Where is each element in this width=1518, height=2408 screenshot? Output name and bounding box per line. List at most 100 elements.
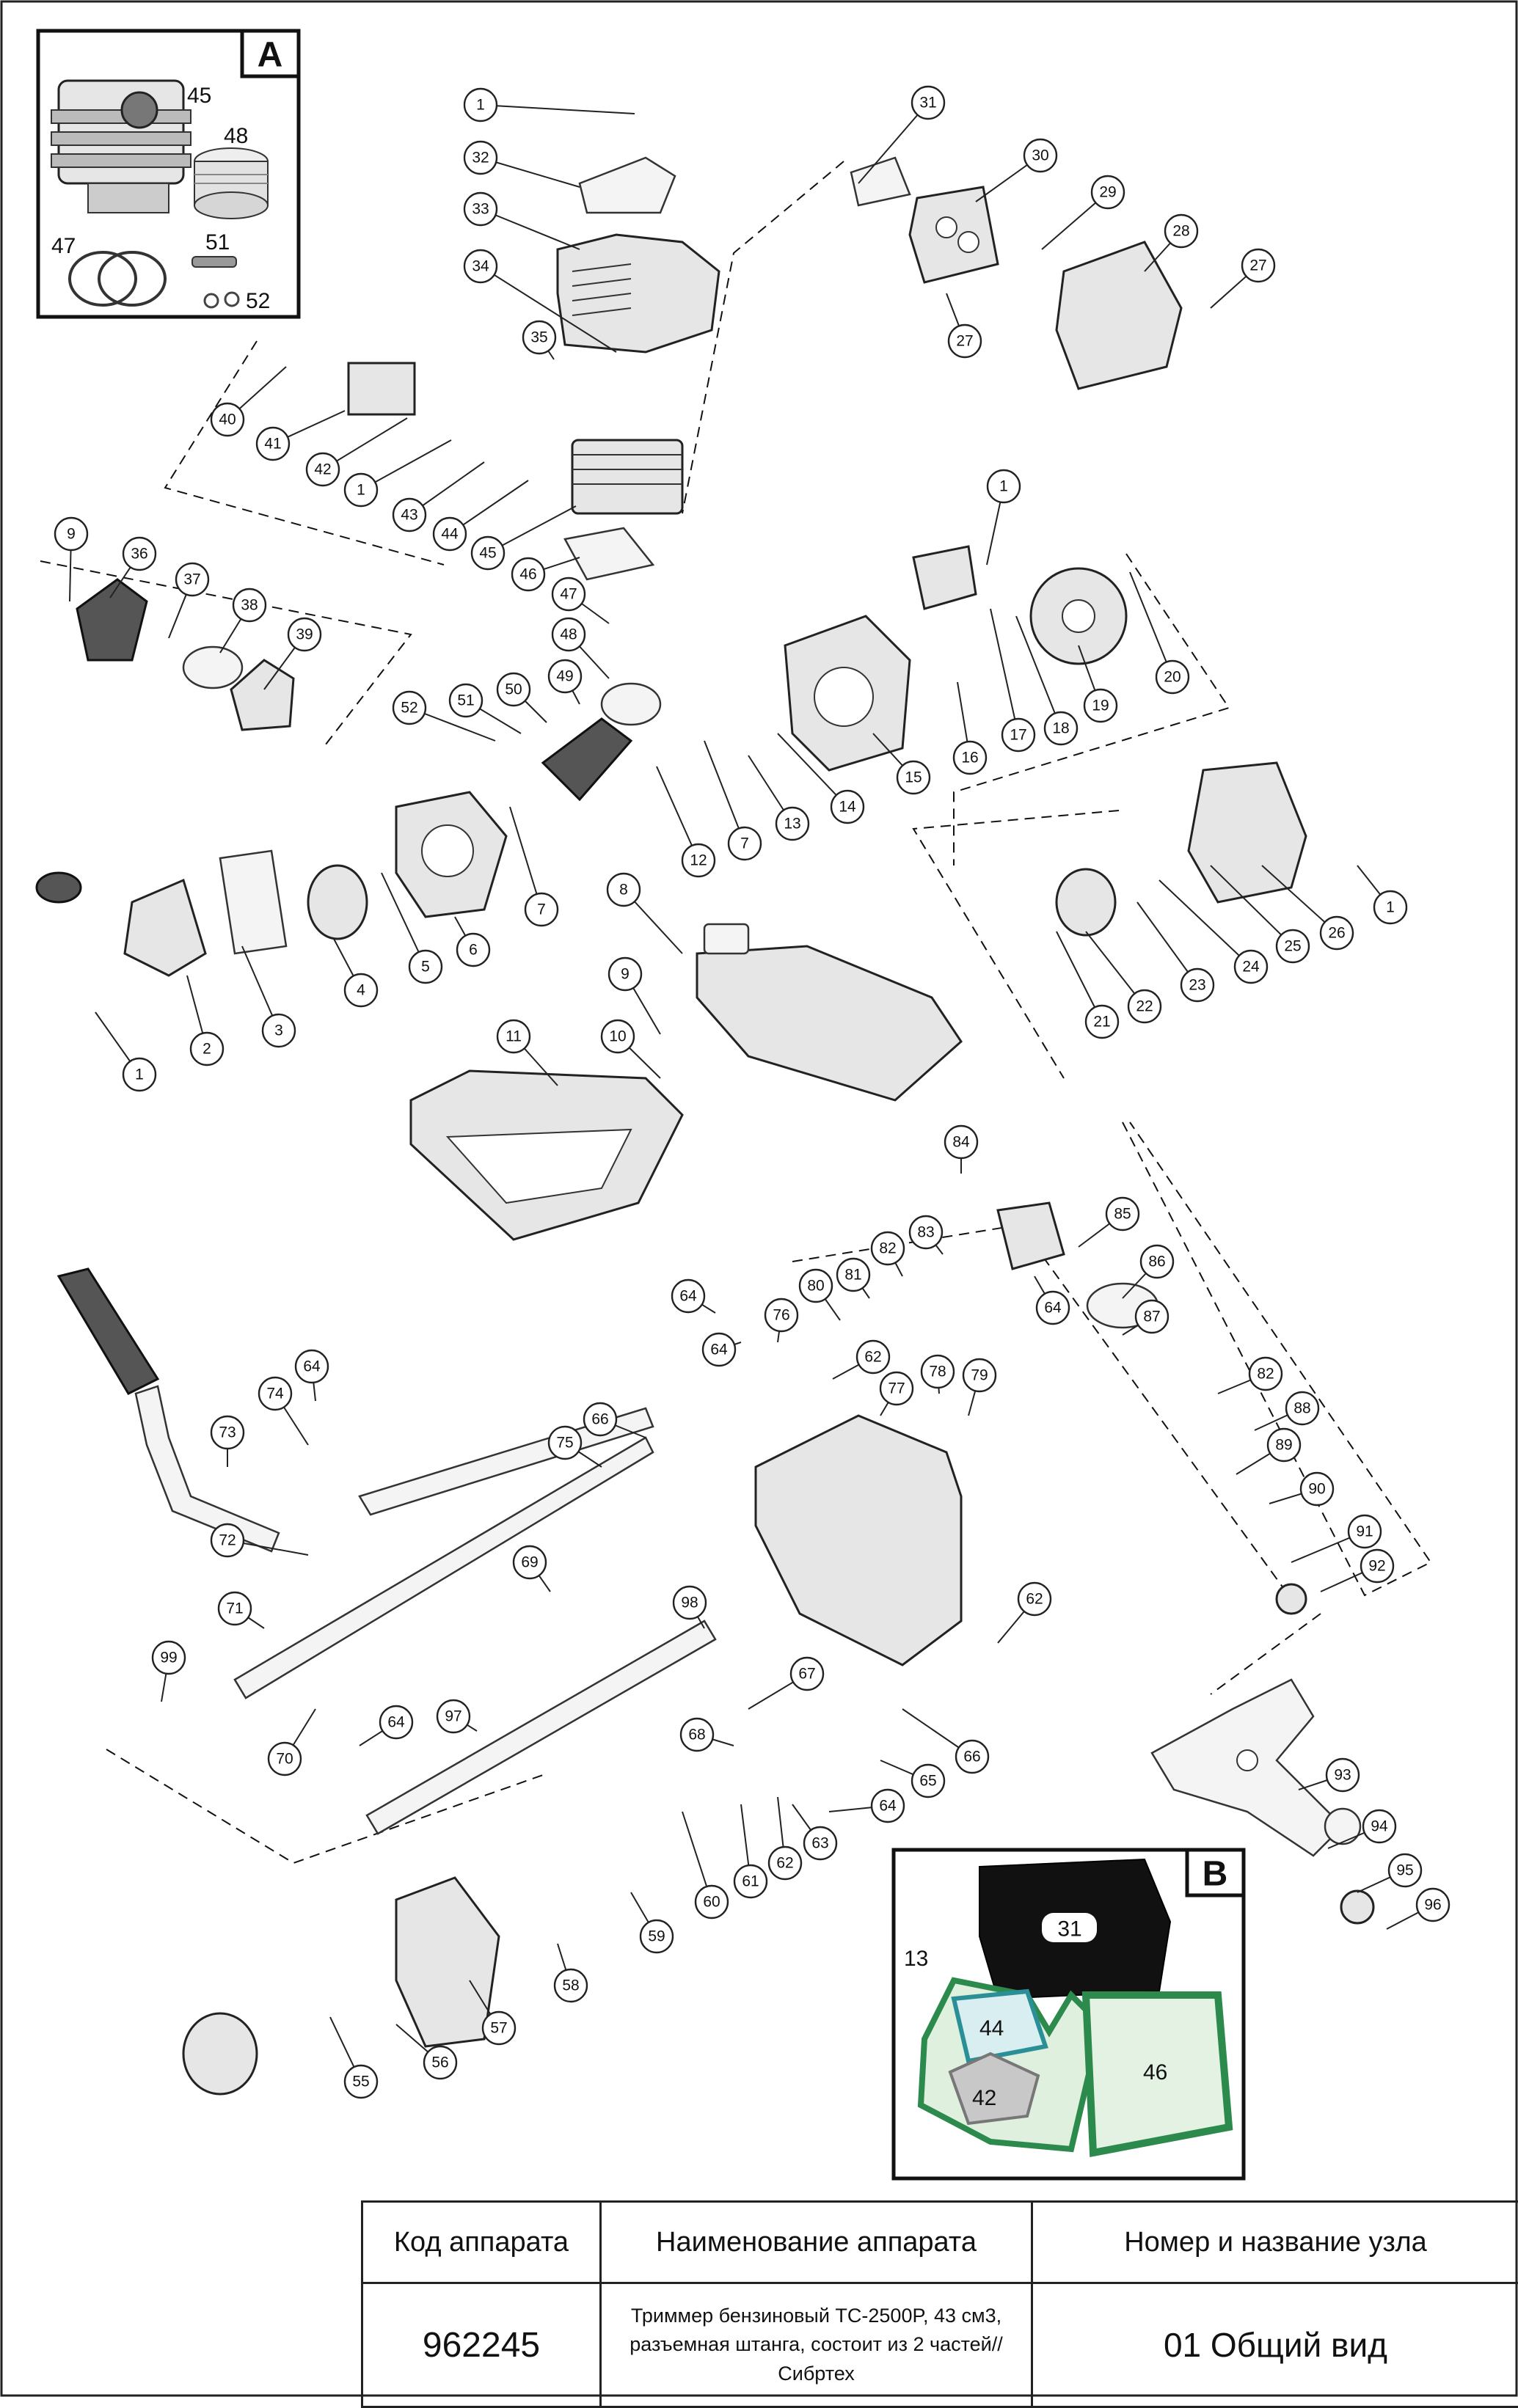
- callout-22: 22: [1128, 990, 1161, 1022]
- callout-number: 86: [1148, 1254, 1165, 1270]
- callout-63: 63: [804, 1827, 836, 1859]
- callout-number: 95: [1396, 1862, 1413, 1879]
- callout-number: 1: [1386, 899, 1395, 916]
- callout-98: 98: [674, 1587, 706, 1619]
- callout-number: 38: [241, 597, 258, 614]
- callout-number: 37: [183, 571, 200, 588]
- callout-number: 47: [560, 586, 577, 603]
- callout-9: 9: [55, 518, 87, 550]
- inset-a-label-52: 52: [246, 289, 270, 313]
- callout-number: 13: [784, 816, 800, 832]
- inset-a-label-47: 47: [51, 234, 76, 258]
- callout-number: 25: [1284, 938, 1301, 955]
- callout-25: 25: [1277, 930, 1309, 962]
- callout-42: 42: [307, 453, 339, 486]
- callout-number: 55: [352, 2074, 369, 2090]
- callout-9: 9: [609, 958, 641, 990]
- callout-number: 21: [1093, 1014, 1110, 1031]
- callout-number: 22: [1136, 998, 1153, 1015]
- inset-a-letter: A: [258, 36, 283, 75]
- callout-number: 64: [303, 1358, 321, 1375]
- callout-number: 23: [1189, 977, 1205, 994]
- callout-number: 63: [811, 1835, 828, 1852]
- callout-number: 36: [131, 546, 147, 563]
- callout-number: 80: [807, 1278, 824, 1295]
- callout-82: 82: [872, 1232, 904, 1265]
- callout-number: 49: [556, 668, 573, 685]
- callout-93: 93: [1327, 1759, 1359, 1791]
- callout-65: 65: [912, 1765, 944, 1797]
- callout-number: 15: [905, 769, 922, 786]
- callout-38: 38: [233, 589, 266, 621]
- header-device-name: Наименование аппарата: [601, 2202, 1032, 2283]
- callout-10: 10: [602, 1020, 634, 1053]
- callout-99: 99: [153, 1642, 185, 1674]
- callout-97: 97: [437, 1700, 470, 1732]
- callout-number: 19: [1092, 698, 1109, 714]
- callout-45: 45: [472, 537, 504, 569]
- piston-photo: [194, 148, 268, 219]
- callout-68: 68: [681, 1719, 713, 1751]
- callout-27: 27: [949, 325, 981, 357]
- callout-16: 16: [954, 742, 986, 774]
- callout-83: 83: [910, 1216, 942, 1248]
- inset-a-label-51: 51: [205, 230, 230, 255]
- callout-number: 91: [1356, 1523, 1373, 1540]
- callout-number: 32: [472, 150, 489, 166]
- callout-20: 20: [1156, 661, 1189, 693]
- callout-number: 33: [472, 201, 489, 218]
- callout-30: 30: [1024, 139, 1057, 172]
- callout-number: 84: [952, 1134, 970, 1151]
- callout-82: 82: [1249, 1358, 1282, 1390]
- callout-40: 40: [211, 403, 244, 436]
- callout-85: 85: [1106, 1198, 1139, 1230]
- inset-b-letter: B: [1203, 1855, 1228, 1894]
- callout-number: 66: [591, 1411, 608, 1428]
- callout-number: 60: [703, 1894, 720, 1911]
- callout-number: 94: [1371, 1818, 1388, 1835]
- callout-62: 62: [769, 1847, 801, 1879]
- callout-24: 24: [1235, 951, 1267, 983]
- callout-74: 74: [259, 1377, 291, 1410]
- callout-number: 18: [1052, 720, 1069, 737]
- callout-number: 29: [1099, 184, 1116, 201]
- callout-71: 71: [219, 1592, 251, 1625]
- leader-line-1: [481, 105, 635, 114]
- callout-1: 1: [464, 89, 497, 121]
- callout-19: 19: [1084, 689, 1117, 722]
- callout-1: 1: [1374, 891, 1406, 923]
- inset-b-label-44: 44: [979, 2016, 1004, 2041]
- callout-36: 36: [123, 538, 156, 570]
- callout-13: 13: [776, 808, 809, 840]
- callout-49: 49: [549, 660, 581, 692]
- callout-number: 4: [357, 982, 365, 999]
- callout-39: 39: [288, 618, 321, 651]
- callout-number: 34: [472, 258, 489, 275]
- callout-number: 72: [219, 1532, 236, 1549]
- inset-b-label-42: 42: [972, 2086, 996, 2110]
- callout-number: 82: [1257, 1366, 1274, 1383]
- callout-64: 64: [672, 1280, 704, 1312]
- callout-80: 80: [800, 1270, 832, 1302]
- callout-number: 7: [537, 901, 546, 918]
- callout-number: 35: [530, 329, 547, 346]
- callout-43: 43: [393, 499, 426, 531]
- callout-number: 27: [956, 333, 973, 350]
- callout-number: 30: [1032, 147, 1048, 164]
- callout-number: 1: [135, 1066, 144, 1083]
- callout-number: 77: [888, 1380, 905, 1397]
- callout-number: 48: [560, 626, 577, 643]
- callout-7: 7: [729, 827, 761, 860]
- callout-number: 24: [1242, 959, 1260, 976]
- callout-15: 15: [897, 761, 930, 794]
- callout-95: 95: [1389, 1854, 1421, 1886]
- device-code-value: 962245: [362, 2283, 601, 2407]
- callout-number: 59: [648, 1928, 665, 1945]
- callout-87: 87: [1136, 1300, 1168, 1333]
- callout-33: 33: [464, 193, 497, 225]
- callout-91: 91: [1349, 1515, 1381, 1548]
- callout-number: 73: [219, 1424, 236, 1441]
- callout-3: 3: [263, 1014, 295, 1047]
- callout-62: 62: [857, 1341, 889, 1373]
- callout-number: 8: [619, 882, 628, 899]
